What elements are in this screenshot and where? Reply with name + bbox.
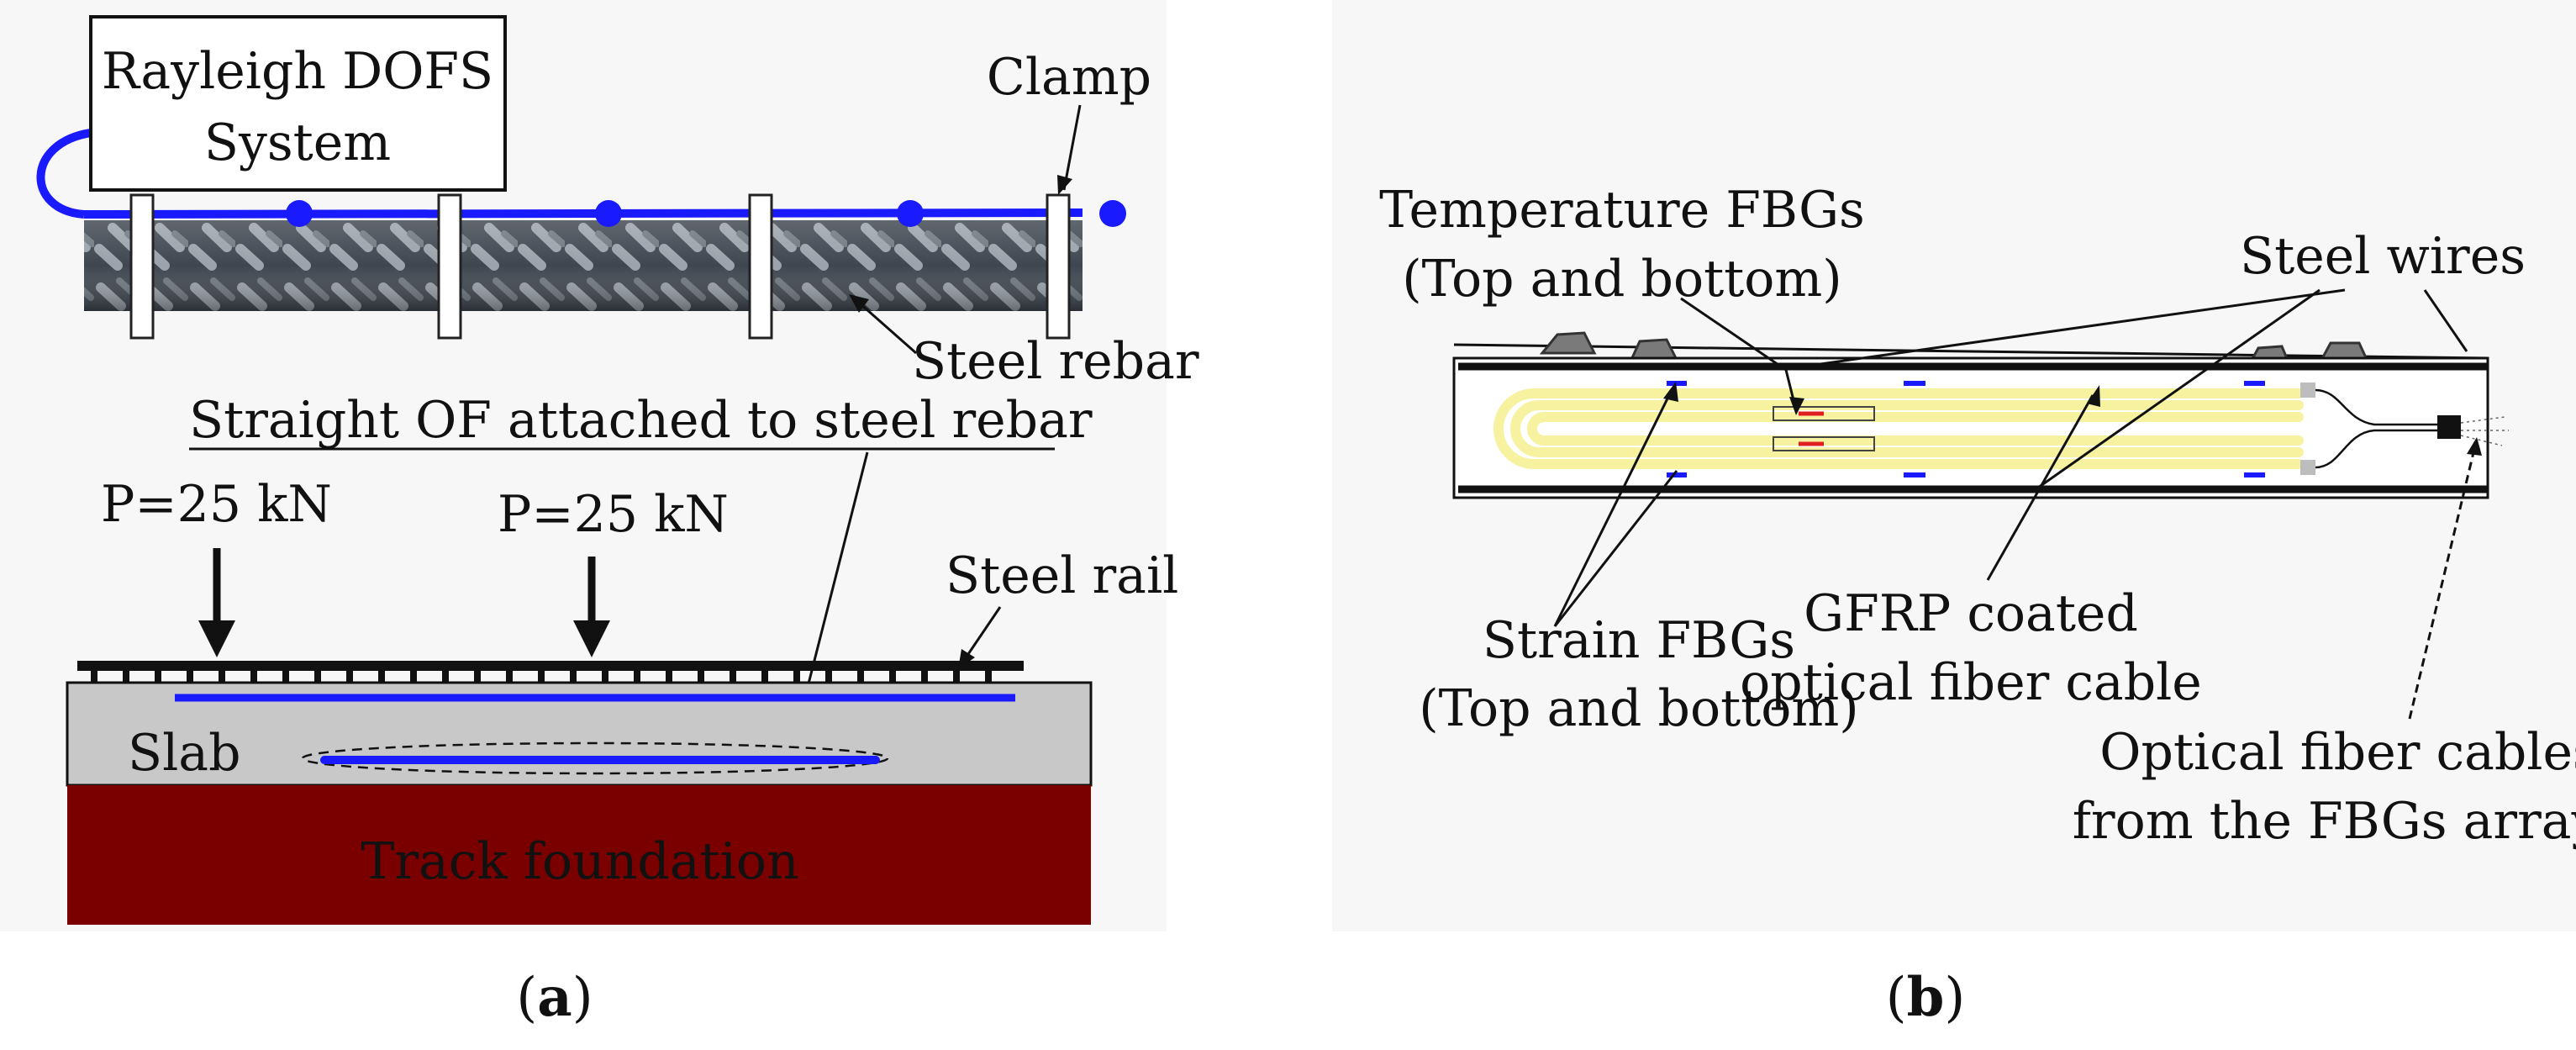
straight-of-highlight — [301, 741, 889, 775]
clamp-label: Clamp — [987, 48, 1151, 107]
rail-fastener — [474, 669, 481, 683]
steel-rebar — [84, 220, 1083, 311]
fiber-node-2 — [595, 200, 622, 227]
temperature-fbg-label-line1: Temperature FBGs — [1379, 181, 1865, 240]
caption-b: (b) — [1886, 966, 1966, 1029]
rail-fastener — [410, 669, 417, 683]
cables-arrowhead — [2467, 437, 2482, 456]
track-foundation — [67, 785, 1091, 925]
rail-fastener — [538, 669, 545, 683]
rail-fastener — [985, 669, 992, 683]
clamp-arrowhead — [1057, 175, 1072, 195]
specimen-body — [1452, 356, 2489, 499]
rebar-arrowhead — [849, 294, 869, 313]
dofs-system-box — [89, 15, 507, 192]
steel-rail-arrow — [963, 606, 1002, 660]
steel-wires-label: Steel wires — [2240, 227, 2526, 286]
load-1-arrowhead — [198, 620, 235, 657]
rail-fastener — [634, 669, 640, 683]
panel-b: Temperature FBGs (Top and bottom) Steel … — [1332, 0, 2576, 931]
load-1-label: P=25 kN — [101, 475, 332, 534]
rail-fastener — [442, 669, 449, 683]
gfrp-fiber — [1493, 388, 2304, 469]
fiber-node-3 — [897, 200, 924, 227]
rail-fastener — [187, 669, 193, 683]
rail-fastener — [123, 669, 129, 683]
rail-fastener — [698, 669, 704, 683]
rail-fastener — [250, 669, 257, 683]
strain-fbg-label-line1: Strain FBGs — [1483, 611, 1795, 670]
rail-fastener — [155, 669, 161, 683]
clamp-arrow — [1062, 104, 1082, 191]
rail-fastener — [921, 669, 928, 683]
rail-fastener — [793, 669, 800, 683]
rail-fastener — [857, 669, 864, 683]
exit-cables — [2315, 388, 2437, 469]
strain-fbg-label-line2: (Top and bottom) — [1419, 679, 1858, 738]
rail-fastener — [282, 669, 289, 683]
cables-label-line1: Optical fiber cables — [2099, 723, 2576, 782]
end-plug-top — [2300, 383, 2315, 398]
rail-fastener — [219, 669, 225, 683]
rebar-label: Steel rebar — [912, 332, 1199, 391]
fiber-on-rebar — [83, 208, 1083, 219]
steel-rail — [77, 661, 1024, 683]
fiber-lead — [36, 129, 92, 219]
panel-a-diagram: Rayleigh DOFS System Clamp Steel rebar S… — [36, 15, 1199, 925]
gripper-1 — [1539, 331, 1597, 355]
rail-fastener — [506, 669, 513, 683]
rail-fastener — [761, 669, 768, 683]
cable-tails — [2460, 416, 2509, 446]
load-2-arrowhead — [573, 620, 610, 657]
rail-fastener — [953, 669, 960, 683]
rail-fastener — [346, 669, 353, 683]
temperature-fbg-label-line2: (Top and bottom) — [1402, 250, 1841, 309]
rail-fastener — [91, 669, 97, 683]
clamp-1 — [129, 193, 155, 340]
panel-a: Rayleigh DOFS System Clamp Steel rebar S… — [0, 0, 1199, 931]
fiber-node-1 — [286, 200, 313, 227]
cable-connector — [2437, 415, 2461, 439]
clamp-3 — [748, 193, 773, 340]
clamp-2 — [437, 193, 462, 340]
temperature-fbg-tubes — [1773, 406, 1875, 451]
cables-label-line2: from the FBGs arrays — [2073, 792, 2576, 851]
track-foundation-label: Track foundation — [361, 832, 798, 891]
rail-fastener — [730, 669, 736, 683]
rail-fastener — [602, 669, 608, 683]
gfrp-arrowhead — [2087, 385, 2100, 407]
straight-of-label: Straight OF attached to steel rebar — [189, 391, 1093, 450]
fiber-node-4 — [1099, 200, 1126, 227]
rail-fastener — [889, 669, 896, 683]
dofs-system-label-line2: System — [204, 113, 391, 172]
rail-fastener — [825, 669, 832, 683]
gfrp-label-line1: GFRP coated — [1804, 584, 2138, 643]
steel-rail-label: Steel rail — [946, 546, 1178, 605]
strain-arrowhead-1 — [1663, 382, 1678, 402]
clamp-4 — [1046, 193, 1071, 340]
rail-fastener — [666, 669, 672, 683]
panel-b-diagram: Temperature FBGs (Top and bottom) Steel … — [1379, 181, 2576, 851]
slab-label: Slab — [128, 724, 240, 783]
leader-lines — [1553, 288, 2477, 720]
temperature-arrowhead — [1789, 397, 1804, 415]
gfrp-label-line2: optical fiber cable — [1740, 653, 2202, 712]
caption-a: (a) — [516, 966, 593, 1029]
rail-fastener — [378, 669, 385, 683]
rail-fastener — [314, 669, 321, 683]
load-2-label: P=25 kN — [498, 485, 729, 544]
dofs-system-label-line1: Rayleigh DOFS — [102, 42, 493, 101]
end-plug-bottom — [2300, 460, 2315, 475]
rail-fastener — [570, 669, 577, 683]
rebar-arrow — [858, 301, 917, 355]
